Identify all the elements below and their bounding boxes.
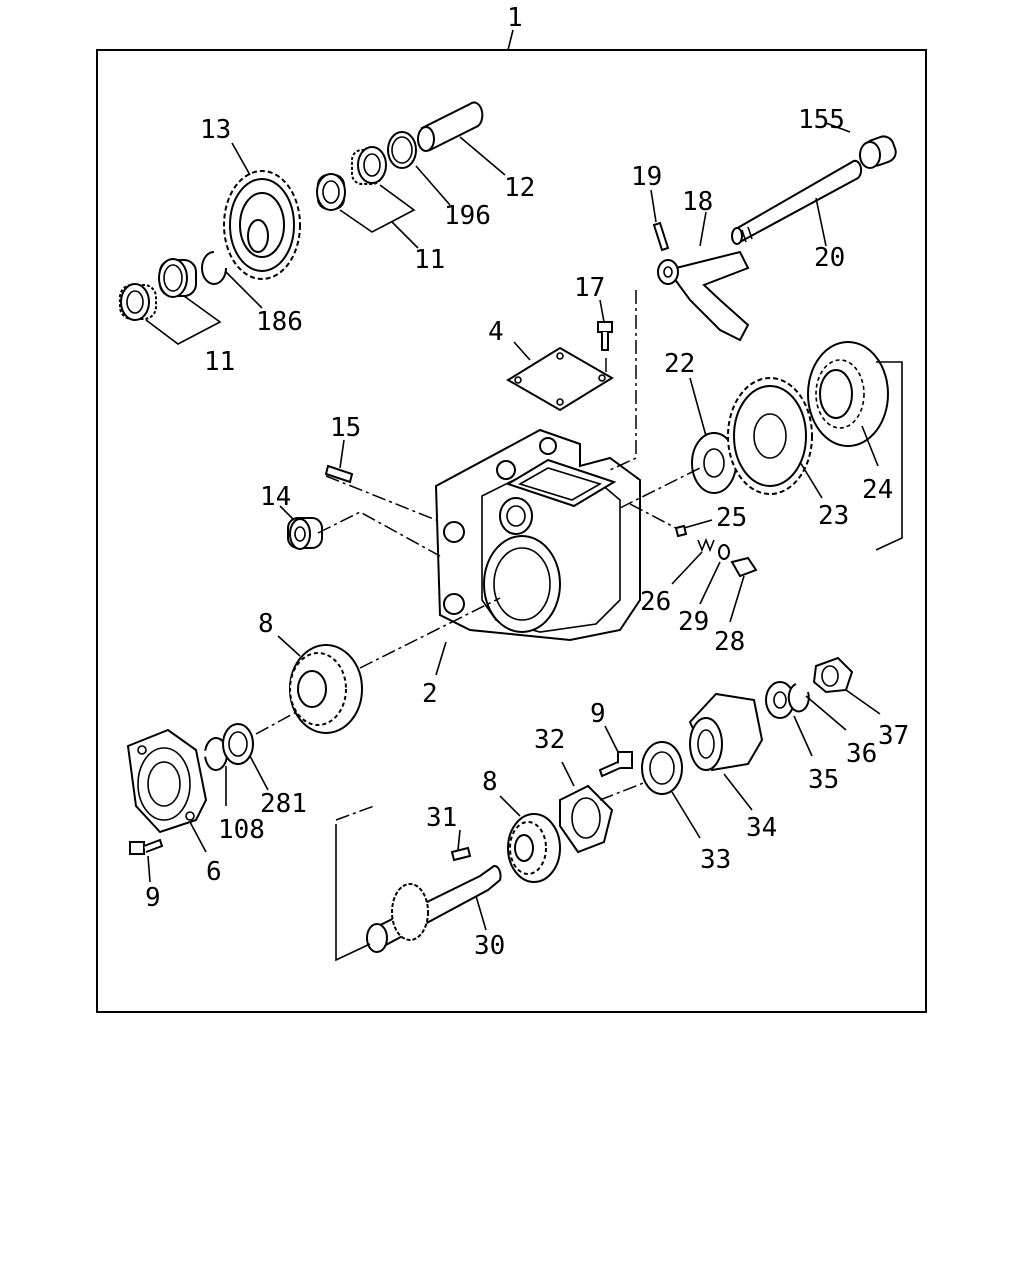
leader-line bbox=[507, 29, 514, 51]
callout-8: 8 bbox=[258, 609, 274, 639]
callout-34: 34 bbox=[746, 813, 777, 843]
roller-bearing-upper bbox=[316, 146, 387, 211]
callout-14: 14 bbox=[260, 482, 291, 512]
callout-15: 15 bbox=[330, 413, 361, 443]
washer-35 bbox=[765, 681, 795, 719]
callout-155: 155 bbox=[798, 105, 845, 135]
nut-37 bbox=[812, 656, 854, 694]
callout-32: 32 bbox=[534, 725, 565, 755]
idler-gear bbox=[223, 170, 301, 280]
callout-8: 8 bbox=[482, 767, 498, 797]
callout-11: 11 bbox=[414, 245, 445, 275]
callout-281: 281 bbox=[260, 789, 307, 819]
output-shaft bbox=[366, 865, 502, 953]
callout-17: 17 bbox=[574, 273, 605, 303]
spring-pin-19 bbox=[652, 221, 670, 252]
thrust-washer-22 bbox=[691, 432, 737, 494]
callout-9: 9 bbox=[590, 699, 606, 729]
snap-ring-186 bbox=[201, 251, 227, 285]
lock-ring-36 bbox=[787, 683, 810, 713]
callout-37: 37 bbox=[878, 721, 909, 751]
callout-36: 36 bbox=[846, 739, 877, 769]
callout-26: 26 bbox=[640, 587, 671, 617]
callout-30: 30 bbox=[474, 931, 505, 961]
callout-labels: 1 13 12 196 11 186 11 155 19 18 20 17 4 … bbox=[145, 3, 909, 961]
callout-196: 196 bbox=[444, 201, 491, 231]
drive-gear bbox=[727, 377, 813, 495]
shift-sleeve bbox=[807, 341, 889, 447]
bolt-9-right bbox=[598, 751, 633, 778]
sleeve-155 bbox=[859, 135, 897, 169]
callout-4: 4 bbox=[488, 317, 504, 347]
assembly-lines bbox=[255, 290, 903, 962]
callout-2: 2 bbox=[422, 679, 438, 709]
inspection-cover bbox=[506, 346, 614, 412]
pto-housing bbox=[434, 428, 641, 642]
companion-flange-34 bbox=[688, 692, 764, 772]
callout-1: 1 bbox=[507, 3, 523, 33]
bearing-cover-6 bbox=[126, 728, 208, 834]
washer-29 bbox=[718, 544, 730, 560]
ball-bearing-lower bbox=[507, 813, 561, 883]
leader-lines bbox=[145, 122, 881, 931]
ball-bearing-upper bbox=[289, 644, 363, 734]
callout-19: 19 bbox=[631, 162, 662, 192]
callout-31: 31 bbox=[426, 803, 457, 833]
callout-20: 20 bbox=[814, 243, 845, 273]
shift-fork bbox=[657, 250, 750, 342]
bearing-flange-32 bbox=[559, 784, 614, 854]
callout-23: 23 bbox=[818, 501, 849, 531]
roller-bearing-lower bbox=[119, 258, 197, 321]
callout-11: 11 bbox=[204, 347, 235, 377]
idler-shaft bbox=[417, 101, 484, 152]
oil-seal-33 bbox=[641, 741, 683, 795]
bolt-9-left bbox=[129, 838, 164, 855]
callout-12: 12 bbox=[504, 173, 535, 203]
shift-rod bbox=[731, 159, 863, 245]
callout-29: 29 bbox=[678, 607, 709, 637]
callout-35: 35 bbox=[808, 765, 839, 795]
callout-28: 28 bbox=[714, 627, 745, 657]
dowel-pin-15 bbox=[324, 464, 354, 484]
bolt-17 bbox=[597, 321, 613, 351]
callout-9: 9 bbox=[145, 883, 161, 913]
bushing-14 bbox=[287, 517, 323, 550]
callout-24: 24 bbox=[862, 475, 893, 505]
plug-bolt-28 bbox=[730, 556, 758, 578]
callout-6: 6 bbox=[206, 857, 222, 887]
callout-25: 25 bbox=[716, 503, 747, 533]
callout-22: 22 bbox=[664, 349, 695, 379]
oil-seal-281 bbox=[222, 723, 254, 765]
ball-25 bbox=[674, 524, 688, 538]
callout-13: 13 bbox=[200, 115, 231, 145]
callout-186: 186 bbox=[256, 307, 303, 337]
key-31 bbox=[450, 846, 472, 862]
assembly-frame bbox=[96, 49, 927, 1013]
callout-18: 18 bbox=[682, 187, 713, 217]
callout-108: 108 bbox=[218, 815, 265, 845]
spring-26 bbox=[697, 537, 715, 553]
callout-33: 33 bbox=[700, 845, 731, 875]
